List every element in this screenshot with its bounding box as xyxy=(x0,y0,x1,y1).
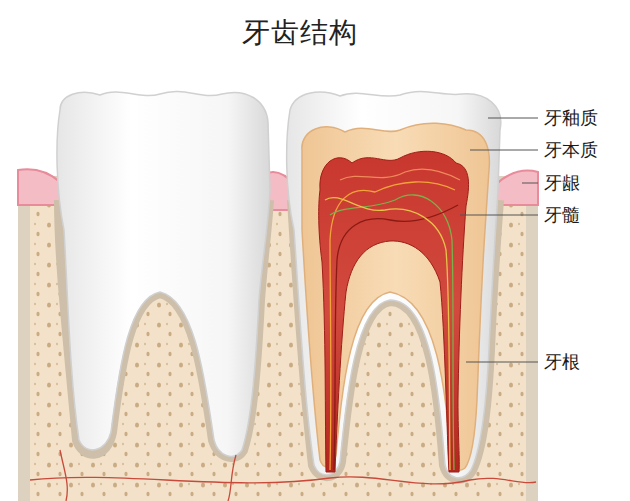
part-label: 牙髓 xyxy=(544,204,580,226)
part-label: 牙龈 xyxy=(544,172,580,194)
part-label: 牙本质 xyxy=(544,139,598,161)
whole-tooth xyxy=(57,91,270,456)
nerves xyxy=(30,169,536,501)
diagram-title: 牙齿结构 xyxy=(242,14,358,52)
part-label: 牙釉质 xyxy=(544,107,598,129)
part-label: 牙根 xyxy=(544,351,580,373)
pulp xyxy=(319,151,469,472)
gum xyxy=(18,169,62,205)
enamel xyxy=(287,91,501,477)
leader-lines xyxy=(460,118,538,362)
